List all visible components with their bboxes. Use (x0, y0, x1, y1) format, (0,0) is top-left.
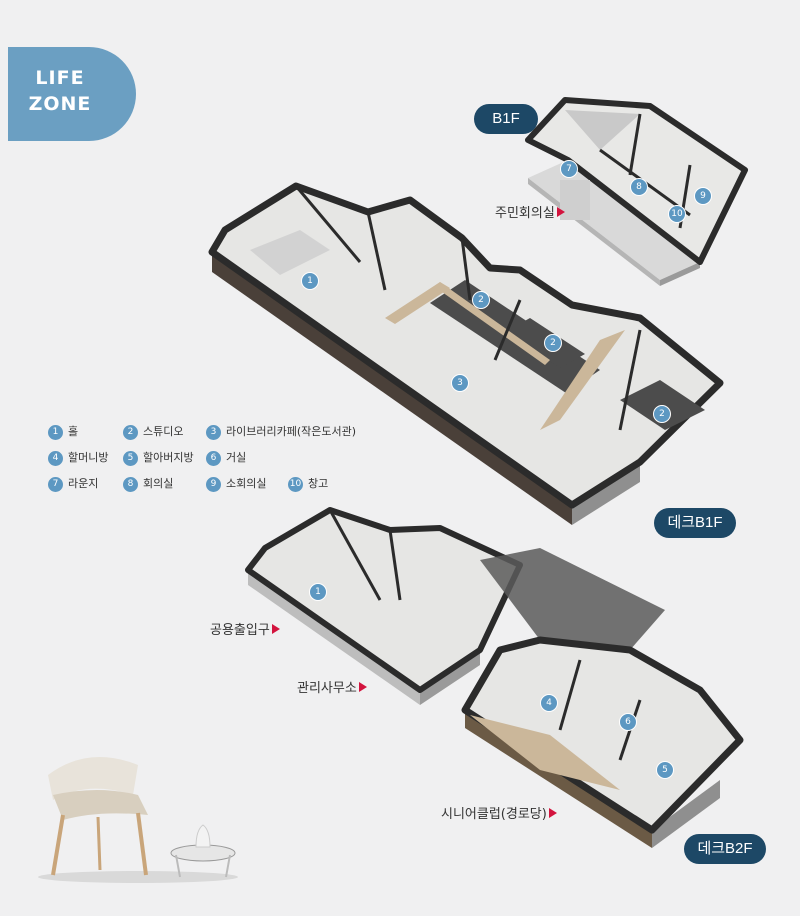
legend-item: 9 소회의실 (206, 476, 266, 492)
callout-senior-club: 시니어클럽(경로당) (441, 806, 557, 824)
room-number-marker: 6 (619, 713, 637, 731)
legend-item: 2 스튜디오 (123, 424, 183, 440)
deck-b2f-plan (245, 507, 744, 848)
legend-number-badge: 3 (206, 424, 221, 440)
legend-number-badge: 8 (123, 476, 138, 492)
legend-label: 소회의실 (226, 477, 267, 490)
badge-b1f: B1F (474, 104, 538, 134)
legend-item: 10 창고 (288, 476, 328, 492)
red-arrow-icon (358, 682, 367, 692)
callout-entrance-label: 공용출입구 (210, 623, 270, 638)
room-number-marker: 2 (544, 334, 562, 352)
legend-item: 5 할아버지방 (123, 450, 194, 466)
badge-deck-b2f: 데크B2F (684, 834, 766, 864)
legend-number-badge: 7 (48, 476, 63, 492)
legend-label: 거실 (226, 451, 247, 464)
zone-tab-line1: LIFE (35, 67, 85, 89)
room-number-marker: 1 (309, 583, 327, 601)
callout-office-label: 관리사무소 (297, 681, 357, 696)
room-number-marker: 5 (656, 761, 674, 779)
room-number-marker: 2 (472, 291, 490, 309)
legend-label: 할아버지방 (143, 451, 194, 464)
callout-office: 관리사무소 (297, 680, 367, 698)
callout-senior-label: 시니어클럽(경로당) (441, 807, 547, 822)
callout-meeting-room: 주민회의실 (495, 205, 565, 223)
legend-label: 홀 (68, 425, 79, 438)
legend-label: 라운지 (68, 477, 99, 490)
room-number-marker: 4 (540, 694, 558, 712)
legend-item: 8 회의실 (123, 476, 173, 492)
life-zone-tab: LIFE ZONE (8, 47, 136, 141)
legend-number-badge: 5 (123, 450, 138, 466)
room-number-marker: 2 (653, 405, 671, 423)
legend-item: 6 거실 (206, 450, 246, 466)
callout-entrance: 공용출입구 (210, 622, 280, 640)
room-number-marker: 10 (668, 205, 686, 223)
legend-label: 회의실 (143, 477, 174, 490)
legend-item: 3 라이브러리카페(작은도서관) (206, 424, 356, 440)
red-arrow-icon (556, 207, 565, 217)
chair-decoration-image (38, 757, 238, 883)
legend-label: 스튜디오 (143, 425, 184, 438)
red-arrow-icon (271, 624, 280, 634)
room-number-marker: 3 (451, 374, 469, 392)
room-number-marker: 9 (694, 187, 712, 205)
room-number-marker: 8 (630, 178, 648, 196)
legend-number-badge: 1 (48, 424, 63, 440)
legend-number-badge: 10 (288, 476, 303, 492)
legend-number-badge: 9 (206, 476, 221, 492)
red-arrow-icon (548, 808, 557, 818)
legend-number-badge: 4 (48, 450, 63, 466)
legend-label: 라이브러리카페(작은도서관) (226, 425, 357, 438)
deck-b1f-plan (208, 182, 724, 525)
badge-deck-b1f: 데크B1F (654, 508, 736, 538)
zone-tab-line2: ZONE (28, 93, 92, 115)
legend-label: 할머니방 (68, 451, 109, 464)
legend-item: 7 라운지 (48, 476, 98, 492)
legend-number-badge: 2 (123, 424, 138, 440)
callout-meeting-label: 주민회의실 (495, 206, 555, 221)
room-number-marker: 7 (560, 160, 578, 178)
legend-number-badge: 6 (206, 450, 221, 466)
legend-label: 창고 (308, 477, 329, 490)
room-number-marker: 1 (301, 272, 319, 290)
legend-item: 4 할머니방 (48, 450, 108, 466)
